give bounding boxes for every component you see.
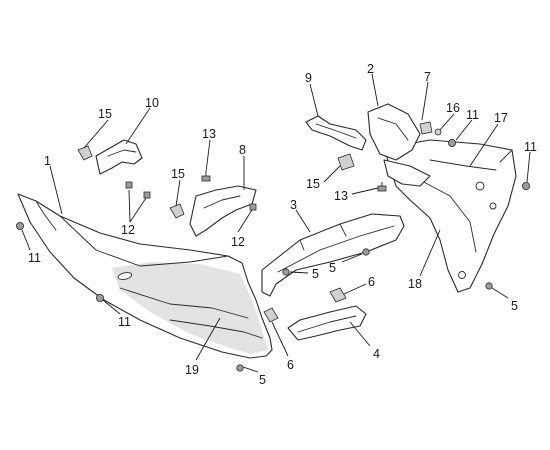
callout-2: 2 — [367, 62, 374, 76]
part-1-belly-pan — [17, 193, 273, 359]
callout-11-c: 11 — [466, 108, 479, 122]
callout-7: 7 — [424, 70, 431, 84]
screw-11-a — [15, 221, 24, 230]
callout-6-b: 6 — [287, 358, 294, 372]
fasteners — [15, 121, 531, 372]
callout-labels: 1 2 3 4 5 5 5 5 6 6 7 8 9 10 11 11 11 11… — [28, 62, 537, 387]
callout-17: 17 — [494, 111, 508, 125]
part-2-upper-bracket — [367, 103, 431, 187]
clip-6-b — [263, 307, 279, 323]
part-18-side-panel — [383, 139, 517, 293]
bolt-13-b — [377, 182, 387, 192]
callout-5-d: 5 — [259, 373, 266, 387]
leader-lines — [21, 73, 531, 373]
callout-11-b: 11 — [118, 315, 131, 329]
part-8-stay-bracket — [189, 185, 257, 237]
part-9-arm-bracket — [305, 115, 367, 151]
callout-4: 4 — [373, 347, 380, 361]
bolt-12-c — [249, 203, 257, 211]
screw-5-a — [282, 268, 290, 276]
part-3-mounting-rail — [261, 213, 405, 297]
clip-6-a — [329, 287, 347, 303]
callout-15-b: 15 — [171, 167, 185, 181]
callout-16: 16 — [446, 101, 460, 115]
callout-5-c: 5 — [511, 299, 518, 313]
clip-15-a — [77, 145, 93, 161]
callout-8: 8 — [239, 143, 246, 157]
callout-6-a: 6 — [368, 275, 375, 289]
callout-18: 18 — [408, 277, 422, 291]
callout-12-b: 12 — [231, 235, 245, 249]
callout-15-c: 15 — [306, 177, 320, 191]
clip-15-b — [169, 203, 185, 219]
callout-19: 19 — [185, 363, 199, 377]
callout-13-b: 13 — [334, 189, 348, 203]
callout-11-d: 11 — [524, 140, 537, 154]
screw-11-b — [96, 293, 105, 302]
callout-15-a: 15 — [98, 107, 112, 121]
callout-11-a: 11 — [28, 251, 41, 265]
callout-10: 10 — [145, 96, 159, 110]
bolt-13-a — [201, 172, 211, 182]
bolt-12-b — [143, 191, 151, 199]
callout-5-b: 5 — [329, 261, 336, 275]
callout-9: 9 — [305, 71, 312, 85]
screw-5-d — [236, 364, 244, 372]
bolt-12-a — [125, 181, 133, 189]
callout-3: 3 — [290, 198, 297, 212]
callout-12-a: 12 — [121, 223, 135, 237]
grommet-16 — [434, 128, 442, 136]
part-4-trim-bracket — [287, 305, 367, 341]
part-10-small-bracket — [95, 139, 143, 175]
callout-5-a: 5 — [312, 267, 319, 281]
clip-7 — [419, 121, 433, 135]
screw-5-c — [485, 282, 493, 290]
callout-13-a: 13 — [202, 127, 216, 141]
screw-11-c — [447, 138, 456, 147]
screw-5-b — [362, 248, 370, 256]
clip-15-c — [337, 153, 355, 171]
screw-11-d — [522, 181, 531, 190]
callout-1: 1 — [44, 154, 51, 168]
